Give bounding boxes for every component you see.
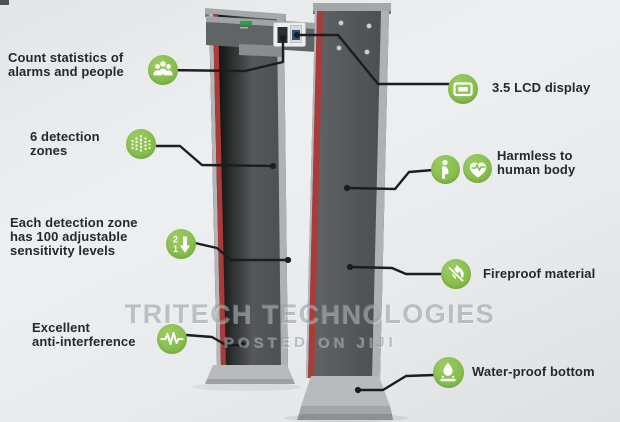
connector-count-statistics	[162, 38, 285, 73]
connector-detection-zones	[156, 144, 274, 168]
connector-harmless	[346, 168, 434, 191]
lcd-screen-icon	[448, 74, 478, 104]
feature-label-lcd-display: 3.5 LCD display	[492, 80, 591, 95]
sensitivity-adjust-icon: 2 1	[166, 229, 196, 259]
bolts	[336, 20, 372, 55]
connector-sensitivity	[194, 241, 288, 262]
feature-label-sensitivity: Each detection zone has 100 adjustable s…	[10, 215, 138, 258]
svg-text:2: 2	[173, 235, 178, 245]
waveform-icon	[157, 324, 187, 354]
watermark-title: TRITECH TECHNOLOGIES	[124, 299, 496, 329]
connector-lines	[156, 33, 450, 392]
people-group-icon	[148, 55, 178, 85]
no-fire-icon	[441, 259, 471, 289]
feature-label-fireproof: Fireproof material	[483, 266, 596, 281]
heart-pulse-icon	[463, 154, 492, 183]
connector-anti-interference	[185, 333, 243, 347]
corner-artifact	[0, 0, 9, 5]
pregnant-woman-icon	[431, 155, 460, 184]
svg-text:1: 1	[173, 244, 178, 254]
right-pillar-red-strip	[308, 11, 323, 378]
left-pillar-red-strip	[213, 14, 226, 367]
feature-label-anti-interference: Excellent anti-interference	[32, 320, 136, 349]
right-pillar-foot	[301, 376, 390, 406]
feature-label-detection-zones: 6 detection zones	[30, 129, 100, 158]
connector-lcd-display	[297, 33, 450, 86]
watermark-subtitle: POSTED ON JIJI	[223, 334, 397, 351]
connector-fireproof	[349, 265, 443, 276]
connector-waterproof	[358, 373, 435, 392]
water-drop-icon	[433, 357, 464, 388]
detection-zones-icon	[126, 129, 156, 159]
left-pillar-foot	[207, 365, 293, 379]
feature-label-waterproof: Water-proof bottom	[472, 364, 595, 379]
brand-mark	[240, 21, 252, 25]
right-pillar	[297, 3, 393, 420]
connector-dots	[239, 31, 362, 394]
feature-label-count-statistics: Count statistics of alarms and people	[8, 50, 124, 79]
feature-label-harmless: Harmless to human body	[497, 148, 576, 177]
